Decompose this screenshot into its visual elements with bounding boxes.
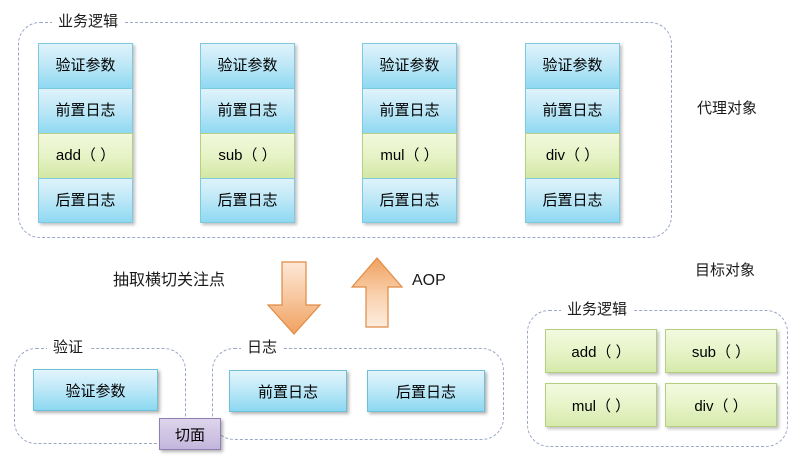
proxy-cell-after-log: 后置日志 bbox=[38, 178, 133, 223]
validate-aspect-group bbox=[14, 348, 186, 444]
proxy-cell-method: div（ ） bbox=[525, 133, 620, 178]
target-method-mul: mul（ ） bbox=[545, 383, 657, 427]
aspect-box-after-log: 后置日志 bbox=[367, 370, 485, 412]
aspect-box-validate-params: 验证参数 bbox=[33, 369, 158, 411]
proxy-cell-validate: 验证参数 bbox=[525, 43, 620, 88]
proxy-column-add: 验证参数 前置日志 add（ ） 后置日志 bbox=[38, 43, 133, 223]
proxy-object-group bbox=[18, 22, 672, 238]
proxy-column-div: 验证参数 前置日志 div（ ） 后置日志 bbox=[525, 43, 620, 223]
down-arrow-icon bbox=[265, 260, 323, 338]
proxy-cell-before-log: 前置日志 bbox=[362, 88, 457, 133]
proxy-column-sub: 验证参数 前置日志 sub（ ） 后置日志 bbox=[200, 43, 295, 223]
target-object-side-label: 目标对象 bbox=[695, 262, 756, 279]
aspect-box-before-log: 前置日志 bbox=[229, 370, 347, 412]
target-object-group bbox=[527, 310, 788, 447]
proxy-column-mul: 验证参数 前置日志 mul（ ） 后置日志 bbox=[362, 43, 457, 223]
proxy-cell-before-log: 前置日志 bbox=[525, 88, 620, 133]
aspect-badge: 切面 bbox=[159, 418, 221, 450]
proxy-cell-method: mul（ ） bbox=[362, 133, 457, 178]
proxy-cell-validate: 验证参数 bbox=[362, 43, 457, 88]
up-arrow-icon bbox=[349, 256, 405, 330]
target-method-sub: sub（ ） bbox=[665, 329, 777, 373]
proxy-group-label: 业务逻辑 bbox=[52, 13, 125, 31]
proxy-cell-validate: 验证参数 bbox=[38, 43, 133, 88]
proxy-object-side-label: 代理对象 bbox=[697, 100, 758, 117]
log-aspect-group bbox=[212, 348, 504, 440]
target-method-add: add（ ） bbox=[545, 329, 657, 373]
proxy-cell-before-log: 前置日志 bbox=[200, 88, 295, 133]
target-method-div: div（ ） bbox=[665, 383, 777, 427]
proxy-cell-before-log: 前置日志 bbox=[38, 88, 133, 133]
proxy-cell-after-log: 后置日志 bbox=[525, 178, 620, 223]
log-group-label: 日志 bbox=[241, 339, 284, 357]
proxy-cell-validate: 验证参数 bbox=[200, 43, 295, 88]
proxy-cell-after-log: 后置日志 bbox=[200, 178, 295, 223]
extract-crosscutting-label: 抽取横切关注点 bbox=[113, 272, 226, 289]
proxy-cell-method: sub（ ） bbox=[200, 133, 295, 178]
validate-group-label: 验证 bbox=[47, 339, 90, 357]
target-group-label: 业务逻辑 bbox=[561, 301, 634, 319]
proxy-cell-method: add（ ） bbox=[38, 133, 133, 178]
aop-label: AOP bbox=[412, 272, 446, 289]
proxy-cell-after-log: 后置日志 bbox=[362, 178, 457, 223]
